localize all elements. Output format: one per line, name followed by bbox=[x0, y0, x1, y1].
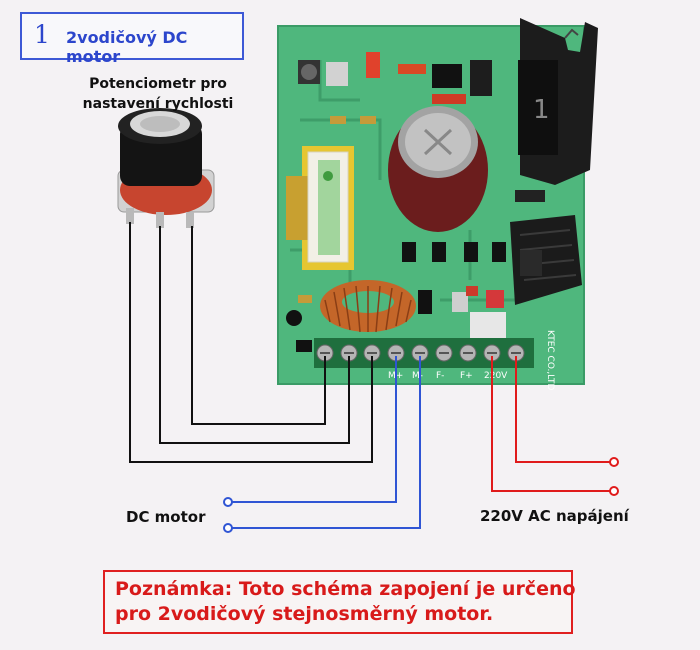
power-label: 220V AC napájení bbox=[480, 507, 629, 525]
motor-wires bbox=[232, 356, 421, 529]
potentiometer-label-line1: Potenciometr pro bbox=[89, 76, 227, 92]
potentiometer-pins bbox=[126, 208, 194, 228]
power-terminal-l bbox=[609, 457, 619, 467]
motor-terminal-minus bbox=[223, 523, 233, 533]
note-line-1: Poznámka: Toto schéma zapojení je určeno bbox=[115, 578, 576, 600]
potentiometer-wires bbox=[129, 222, 373, 463]
title-box: 1 2vodičový DC motor bbox=[20, 12, 244, 66]
terminal-label-m-minus: M- bbox=[412, 371, 423, 381]
potentiometer-label: Potenciometr pro nastavení rychlosti bbox=[58, 74, 258, 114]
title-text: 2vodičový DC motor bbox=[66, 28, 188, 66]
toroid-inductor bbox=[320, 280, 416, 333]
potentiometer-label-line2: nastavení rychlosti bbox=[82, 96, 234, 112]
terminal-label-f-minus: F- bbox=[436, 371, 444, 381]
transformer bbox=[286, 146, 354, 270]
motor-terminal-plus bbox=[223, 497, 233, 507]
dc-motor-label: DC motor bbox=[126, 508, 206, 526]
heatsink-top: 1 bbox=[515, 18, 598, 202]
note-line-2: pro 2vodičový stejnosměrný motor. bbox=[115, 603, 494, 625]
terminal-block: M+ M- F- F+ 220V bbox=[314, 338, 534, 381]
board-maker-text: KTEC CO.,LTD bbox=[545, 330, 555, 391]
power-wires bbox=[491, 356, 610, 492]
small-components bbox=[286, 52, 506, 352]
note-box: Poznámka: Toto schéma zapojení je určeno… bbox=[103, 570, 576, 634]
electrolytic-capacitor bbox=[388, 106, 488, 232]
title-number: 1 bbox=[34, 20, 50, 49]
power-terminal-n bbox=[609, 486, 619, 496]
potentiometer bbox=[117, 108, 215, 228]
heatsink-bottom bbox=[510, 215, 582, 305]
terminal-label-220v: 220V bbox=[484, 371, 508, 381]
svg-text:1: 1 bbox=[533, 95, 550, 125]
terminal-label-f-plus: F+ bbox=[460, 371, 473, 381]
